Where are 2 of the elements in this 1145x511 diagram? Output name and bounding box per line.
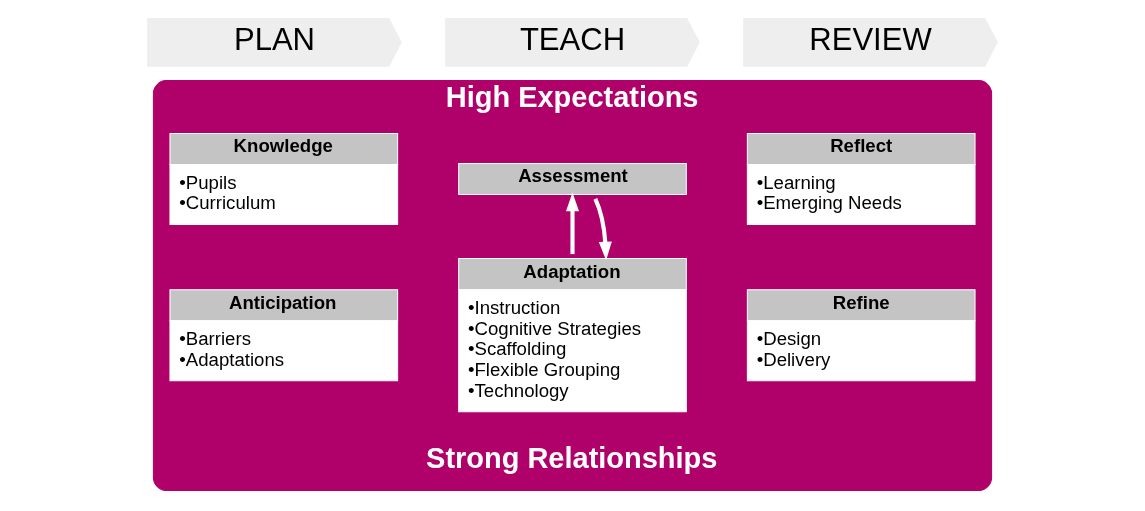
arrow [565,192,580,255]
arrow [593,198,612,261]
